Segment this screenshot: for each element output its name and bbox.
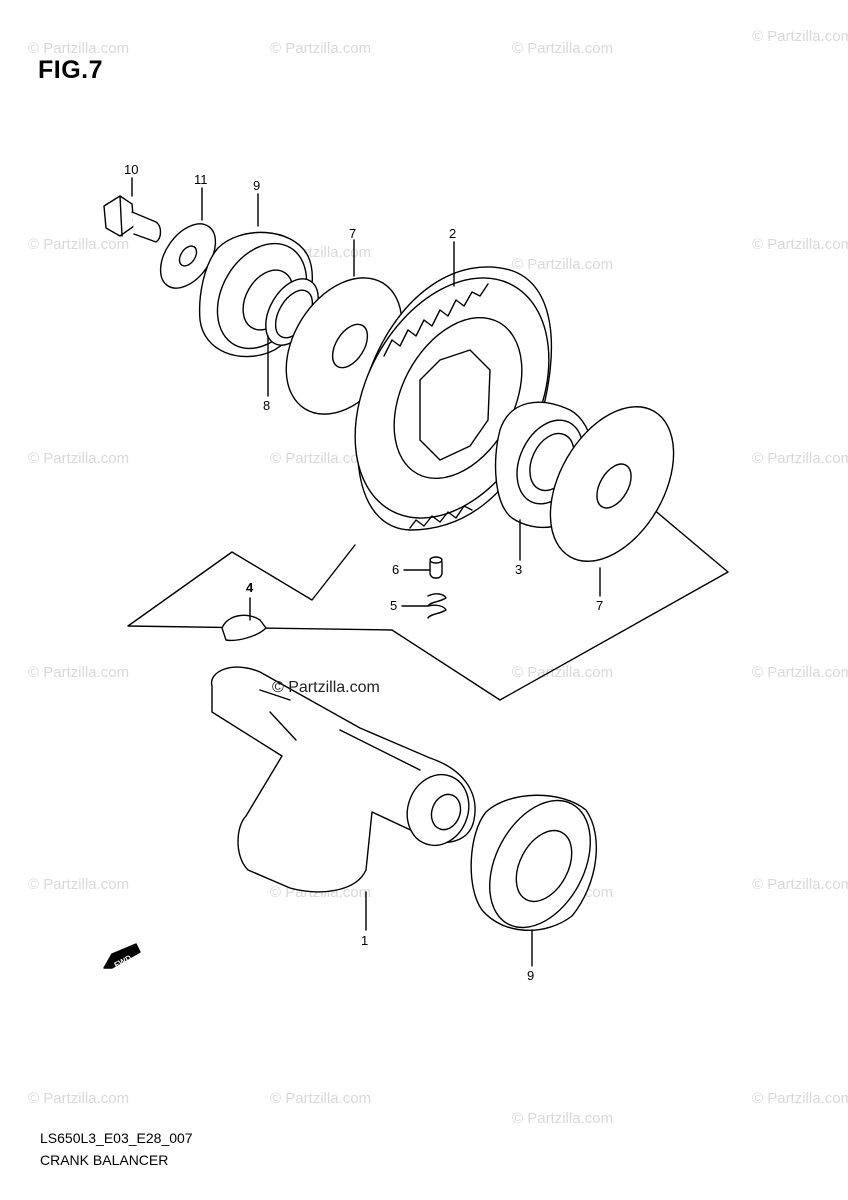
watermark: © Partzilla.com xyxy=(752,28,848,45)
callout-4: 4 xyxy=(246,580,254,595)
diagram-code: LS650L3_E03_E28_007 xyxy=(40,1130,193,1146)
watermark: © Partzilla.com xyxy=(270,40,372,57)
watermark: © Partzilla.com xyxy=(512,256,614,273)
watermark: © Partzilla.com xyxy=(28,450,130,467)
callout-7-lower: 7 xyxy=(596,598,603,613)
crank-balancer-part xyxy=(210,666,476,893)
watermark: © Partzilla.com xyxy=(28,876,130,893)
callout-8: 8 xyxy=(263,398,270,413)
pin-part xyxy=(429,556,443,579)
diagram-caption: CRANK BALANCER xyxy=(40,1152,169,1168)
callout-10: 10 xyxy=(124,162,138,177)
assembly-outline xyxy=(127,497,729,701)
center-watermark: © Partzilla.com xyxy=(272,679,380,696)
callout-9-lower: 9 xyxy=(527,968,534,983)
figure-title: FIG.7 xyxy=(38,56,104,84)
watermark: © Partzilla.com xyxy=(752,236,848,253)
watermark: © Partzilla.com xyxy=(752,664,848,681)
disc-lower-part xyxy=(549,406,675,562)
watermark: © Partzilla.com xyxy=(752,450,848,467)
callout-3: 3 xyxy=(515,562,522,577)
watermark: © Partzilla.com xyxy=(512,664,614,681)
bolt-part xyxy=(103,195,162,243)
watermark: © Partzilla.com xyxy=(28,664,130,681)
forward-arrow-icon xyxy=(103,943,141,969)
watermark: © Partzilla.com xyxy=(270,450,372,467)
watermark: © Partzilla.com xyxy=(752,1090,848,1107)
washer-part xyxy=(159,223,217,289)
key-part xyxy=(221,614,267,642)
callout-2: 2 xyxy=(449,226,456,241)
watermark: © Partzilla.com xyxy=(512,40,614,57)
callout-11: 11 xyxy=(194,172,208,187)
watermark: © Partzilla.com xyxy=(270,1090,372,1107)
spring-part xyxy=(427,593,447,619)
watermark: © Partzilla.com xyxy=(512,1110,614,1127)
callout-6: 6 xyxy=(392,562,399,577)
watermark: © Partzilla.com xyxy=(28,1090,130,1107)
watermark: © Partzilla.com xyxy=(28,40,130,57)
bearing-lower-part xyxy=(470,794,597,932)
watermark: © Partzilla.com xyxy=(752,876,848,893)
callout-1: 1 xyxy=(361,933,368,948)
callout-7-upper: 7 xyxy=(349,226,356,241)
watermark: © Partzilla.com xyxy=(28,236,130,253)
callout-9-upper: 9 xyxy=(253,178,260,193)
callout-5: 5 xyxy=(390,598,397,613)
